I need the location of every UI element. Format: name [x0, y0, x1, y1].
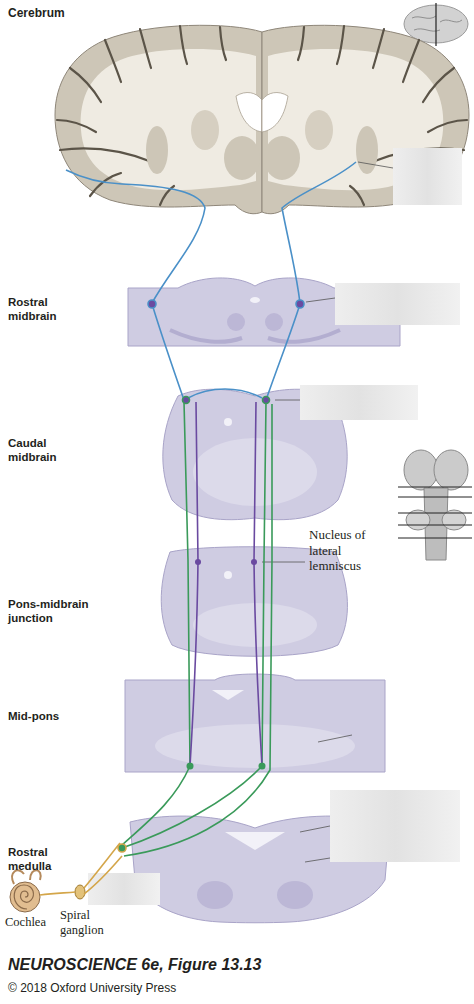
- cochlea-drawing: [10, 882, 40, 912]
- brainstem-orientation-icon: [398, 497, 472, 498]
- blank-label-box: [335, 283, 460, 325]
- rostral-medulla-section: [197, 881, 233, 909]
- leader-line: [262, 162, 393, 862]
- structure-label: Spiral ganglion: [60, 908, 112, 938]
- pons-midbrain-section: [224, 571, 232, 579]
- auditory-pathway: [40, 843, 122, 895]
- auditory-pathway: [122, 402, 190, 845]
- cerebrum-section: [55, 25, 469, 213]
- brainstem-orientation-icon: [398, 513, 472, 514]
- rostral-midbrain-section: [265, 313, 283, 331]
- auditory-pathway: [187, 763, 194, 770]
- auditory-pathway: [183, 397, 190, 404]
- brainstem-orientation-icon: [398, 487, 472, 488]
- region-label: Caudal midbrain: [8, 437, 70, 465]
- cerebrum-section: [55, 25, 262, 213]
- rostral-medulla-section: [277, 881, 313, 909]
- rostral-midbrain-section: [250, 297, 260, 303]
- brainstem-orientation-icon: [398, 538, 472, 539]
- mid-pons-section: [125, 674, 385, 772]
- auditory-pathway: [148, 300, 156, 308]
- auditory-pathway: [259, 763, 266, 770]
- auditory-pathway: [263, 397, 270, 404]
- auditory-pathway: [152, 304, 300, 400]
- auditory-pathway: [195, 559, 201, 565]
- auditory-pathway: [190, 402, 198, 766]
- copyright-note: © 2018 Oxford University Press: [8, 981, 308, 995]
- auditory-pathway: [40, 162, 356, 895]
- caudal-midbrain-section: [224, 418, 232, 426]
- brainstem-orientation-icon: [398, 450, 472, 560]
- auditory-pathway: [251, 559, 257, 565]
- brainstem-orientation-icon: [434, 450, 468, 490]
- region-label: Mid-pons: [8, 710, 88, 724]
- auditory-pathway: [118, 844, 126, 852]
- mid-pons-section: [155, 724, 355, 768]
- cerebrum-section: [224, 136, 260, 180]
- structure-label: Cochlea: [5, 915, 65, 930]
- cerebrum-section: [57, 26, 226, 205]
- rostral-medulla-section: [225, 832, 285, 850]
- cochlea-drawing: [14, 885, 33, 909]
- rostral-midbrain-section: [170, 330, 340, 342]
- cerebrum-section: [55, 25, 262, 213]
- structure-label: Nucleus of lateral lemniscus: [309, 527, 367, 574]
- cochlea-drawing: [75, 885, 85, 899]
- blank-label-box: [300, 385, 418, 420]
- brainstem-orientation-icon: [398, 525, 472, 526]
- cochlea-drawing: [10, 870, 85, 912]
- rostral-midbrain-section: [227, 313, 245, 331]
- brain-orientation-icon: [412, 16, 462, 31]
- region-label: Pons-midbrain junction: [8, 598, 94, 626]
- leader-line: [358, 162, 393, 168]
- auditory-pathway: [66, 170, 205, 303]
- figure-caption: NEUROSCIENCE 6e, Figure 13.13: [8, 955, 428, 974]
- auditory-pathway: [282, 162, 356, 303]
- auditory-pathway: [122, 402, 266, 848]
- region-label: Rostral midbrain: [8, 296, 70, 324]
- mid-pons-section: [212, 690, 244, 700]
- leader-line: [275, 400, 300, 401]
- cerebrum-section: [236, 93, 262, 132]
- cerebrum-section: [191, 110, 219, 150]
- brain-orientation-icon: [435, 3, 436, 46]
- auditory-pathway: [124, 404, 272, 856]
- blank-label-box: [88, 873, 160, 905]
- auditory-pathway: [254, 402, 262, 766]
- blank-label-box: [393, 148, 462, 205]
- blank-label-box: [330, 790, 460, 862]
- mid-pons-section: [125, 674, 385, 772]
- leader-line: [306, 298, 335, 302]
- cerebrum-section: [262, 25, 469, 213]
- leader-line: [318, 735, 352, 742]
- auditory-pathway: [296, 300, 304, 308]
- region-label: Cerebrum: [8, 6, 98, 20]
- blank-label-box: [88, 148, 462, 905]
- brainstem-orientation-icon: [404, 450, 438, 490]
- region-label: Rostral medulla: [8, 846, 70, 874]
- leader-line: [300, 826, 330, 832]
- leader-line: [305, 858, 330, 862]
- leader-line: [262, 562, 305, 563]
- cerebrum-section: [146, 126, 168, 174]
